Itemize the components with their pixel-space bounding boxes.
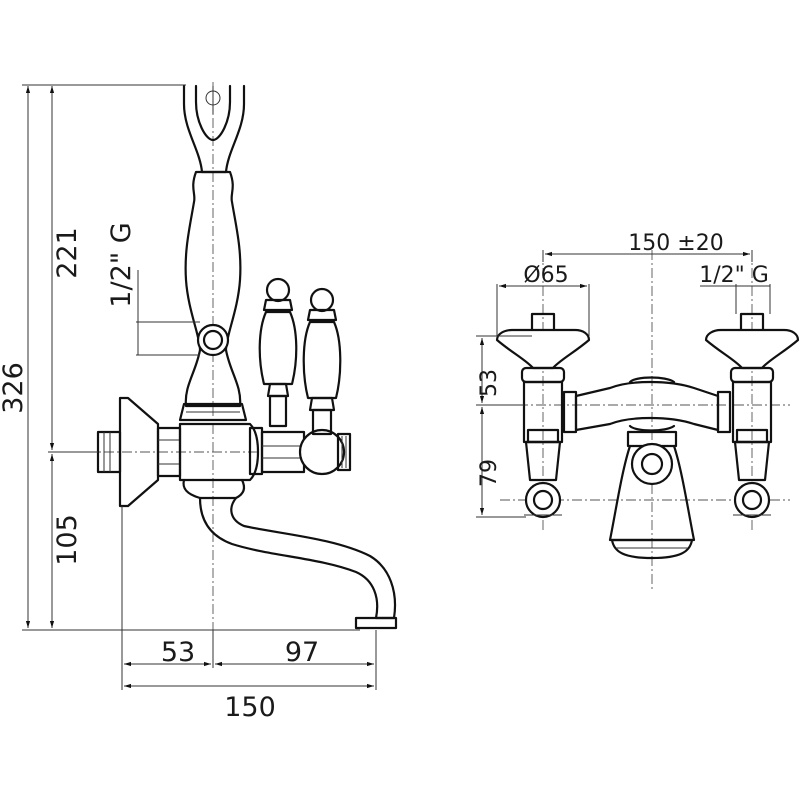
dim-inlet-thread-front: 1/2" G <box>699 263 769 288</box>
dim-lower-height: 105 <box>52 514 83 566</box>
dim-total-height: 326 <box>0 362 29 414</box>
spout <box>184 480 396 628</box>
dim-front-lower-height: 79 <box>477 459 502 487</box>
dim-total-width: 150 <box>224 692 276 723</box>
dim-spout-reach: 97 <box>285 637 319 668</box>
shower-holder <box>184 86 244 172</box>
front-view: 150 ±20 Ø65 1/2" G 53 79 <box>476 231 798 590</box>
dim-center-distance: 150 ±20 <box>628 231 723 256</box>
inlet-connector <box>198 325 228 355</box>
side-view: 326 221 105 1/2" G 53 97 150 <box>0 82 396 723</box>
side-handle-front <box>304 289 341 434</box>
dim-upper-height: 221 <box>52 227 83 279</box>
side-handle-back <box>260 279 297 426</box>
mixer-body <box>180 424 350 480</box>
dim-flange-diameter: Ø65 <box>523 263 568 288</box>
dim-left-offset: 53 <box>161 637 195 668</box>
side-centerlines <box>50 82 260 668</box>
front-diverter-base <box>610 432 694 558</box>
dim-front-upper-height: 53 <box>477 369 502 397</box>
dim-inlet-thread: 1/2" G <box>106 222 137 307</box>
